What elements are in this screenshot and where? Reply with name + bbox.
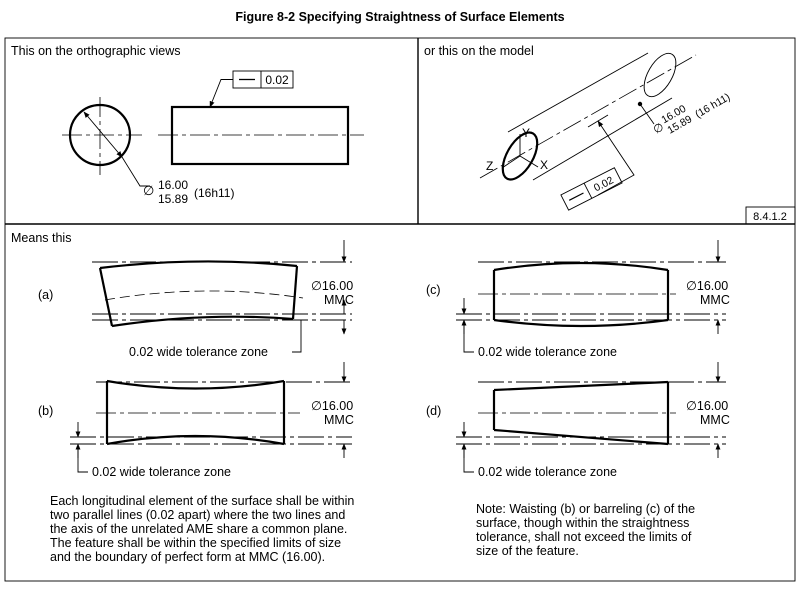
note-line: Note: Waisting (b) or barreling (c) of t… — [476, 502, 695, 516]
figure-title: Figure 8-2 Specifying Straightness of Su… — [235, 10, 564, 24]
figure-frame — [4, 37, 796, 582]
case-a-dim: ∅16.00 — [311, 279, 353, 293]
case-b-zone: 0.02 wide tolerance zone — [92, 465, 231, 479]
model-dim-fit: (16 h11) — [693, 91, 732, 121]
axis-z-label: Z — [486, 159, 493, 173]
case-b-mmc: MMC — [324, 413, 354, 427]
explanation-left: Each longitudinal element of the surface… — [50, 494, 354, 564]
axis-y-label: Y — [522, 126, 530, 140]
dim-fit: (16h11) — [194, 186, 234, 200]
case-d-mmc: MMC — [700, 413, 730, 427]
case-c-barreled: (c) ∅16.00 MMC 0.02 wide tolerance zone — [426, 240, 730, 359]
case-c-mmc: MMC — [700, 293, 730, 307]
explanation-right: Note: Waisting (b) or barreling (c) of t… — [476, 502, 695, 558]
case-b-waisted: (b) ∅16.00 MMC 0.02 wide tolerance zone — [38, 362, 354, 479]
case-d-tapered: (d) ∅16.00 MMC 0.02 wide tolerance zone — [426, 362, 730, 479]
axis-x-label: X — [540, 158, 548, 172]
explanation-line: the axis of the unrelated AME share a co… — [50, 522, 347, 536]
note-line: surface, though within the straightness — [476, 516, 689, 530]
case-a-zone: 0.02 wide tolerance zone — [129, 345, 268, 359]
explanation-line: and the boundary of perfect form at MMC … — [50, 550, 325, 564]
case-c-zone: 0.02 wide tolerance zone — [478, 345, 617, 359]
case-d-tag: (d) — [426, 404, 441, 418]
side-view: 0.02 — [158, 70, 364, 166]
diameter-symbol: ∅ — [143, 183, 154, 198]
dim-upper: 16.00 — [158, 178, 188, 192]
model-feature-control-frame — [560, 167, 623, 211]
case-c-dim: ∅16.00 — [686, 279, 728, 293]
case-a-bent: (a) ∅16.00 MMC 0.02 wide tolerance zone — [38, 240, 354, 359]
fcf-tolerance: 0.02 — [265, 73, 289, 87]
explanation-line: The feature shall be within the specifie… — [50, 536, 341, 550]
note-line: size of the feature. — [476, 544, 579, 558]
isometric-cylinder: Y X Z ∅ 16.00 15.89 (16 h11) 0.02 — [479, 52, 732, 211]
case-d-dim: ∅16.00 — [686, 399, 728, 413]
dim-lower: 15.89 — [158, 192, 188, 206]
panel-means: Means this (a) ∅16.00 MMC 0.02 wide tole… — [11, 231, 730, 564]
case-b-dim: ∅16.00 — [311, 399, 353, 413]
case-c-tag: (c) — [426, 283, 441, 297]
panel-ortho-label: This on the orthographic views — [11, 44, 181, 58]
end-view: ∅ 16.00 15.89 (16h11) — [62, 97, 234, 206]
panel-model-label: or this on the model — [424, 44, 534, 58]
case-b-tag: (b) — [38, 404, 53, 418]
panel-model: or this on the model Y X Z ∅ 16.00 — [424, 44, 796, 225]
reference-box — [745, 206, 796, 225]
panel-means-label: Means this — [11, 231, 71, 245]
explanation-line: two parallel lines (0.02 apart) where th… — [50, 508, 345, 522]
note-line: tolerance, shall not exceed the limits o… — [476, 530, 692, 544]
case-a-tag: (a) — [38, 288, 53, 302]
case-d-zone: 0.02 wide tolerance zone — [478, 465, 617, 479]
case-a-mmc: MMC — [324, 293, 354, 307]
explanation-line: Each longitudinal element of the surface… — [50, 494, 354, 508]
panel-orthographic: This on the orthographic views ∅ 16.00 1… — [11, 44, 364, 206]
reference-number: 8.4.1.2 — [753, 211, 787, 223]
